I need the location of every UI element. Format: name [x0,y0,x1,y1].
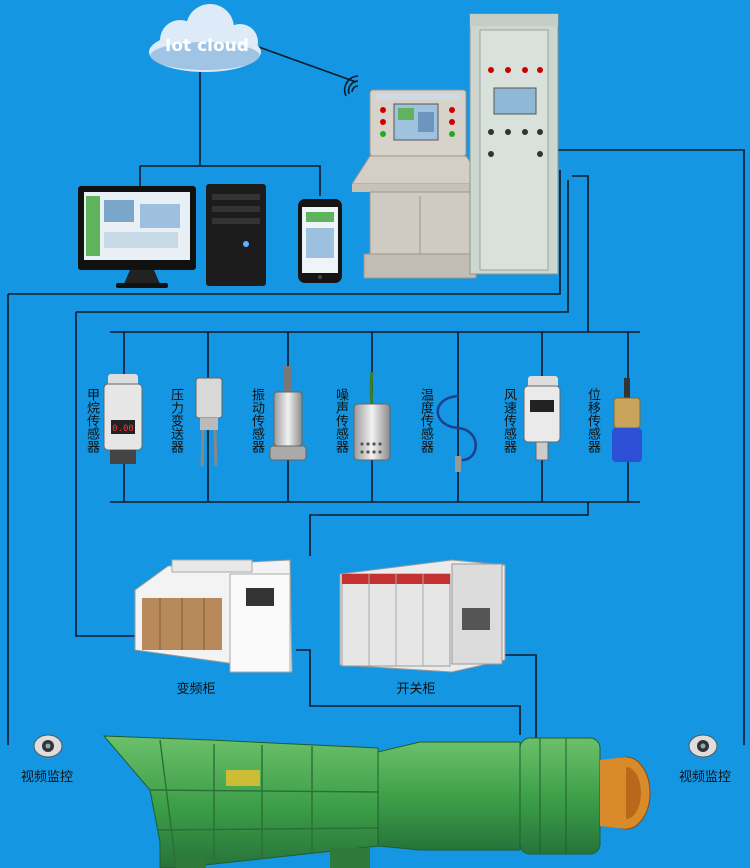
camera-left-label: 视频监控 [20,770,73,785]
sensor-label-displacement: 位移传感器 [585,388,600,453]
vfd-label: 变频柜 [176,682,216,697]
control-console-icon [351,89,487,279]
network-lines [7,45,745,745]
sensor-label-methane: 甲烷传感器 [84,388,99,453]
cloud-icon [149,4,261,72]
cloud-label: Iot cloud [165,36,249,56]
sensor-label-noise: 噪声传感器 [333,388,348,453]
vfd-cabinet-icon [134,559,293,673]
displacement-sensor-icon [612,378,642,462]
noise-sensor-icon [353,371,391,461]
smartphone-icon [298,199,342,283]
sensor-label-pressure: 压力变送器 [168,388,183,453]
vibration-sensor-icon [269,366,307,461]
temperature-sensor-icon [436,394,477,472]
sensor-label-temperature: 温度传感器 [418,388,433,453]
desktop-computer-icon [78,184,266,288]
switchgear-cabinet-icon [339,559,506,673]
camera-icon-left [33,734,63,758]
switchgear-label: 开关柜 [396,682,436,697]
camera-icon-right [688,734,718,758]
methane-sensor-icon: 0.00 [103,374,143,464]
sensor-label-vibration: 振动传感器 [249,388,264,453]
wifi-icon [343,75,359,97]
camera-right-label: 视频监控 [678,770,731,785]
wind-speed-sensor-icon [523,376,561,461]
pressure-transmitter-icon [195,377,223,467]
svg-text:0.00: 0.00 [112,424,134,434]
sensor-label-wind-speed: 风速传感器 [501,388,516,453]
mine-fan-icon [102,735,651,868]
control-cabinet-icon [469,13,559,275]
